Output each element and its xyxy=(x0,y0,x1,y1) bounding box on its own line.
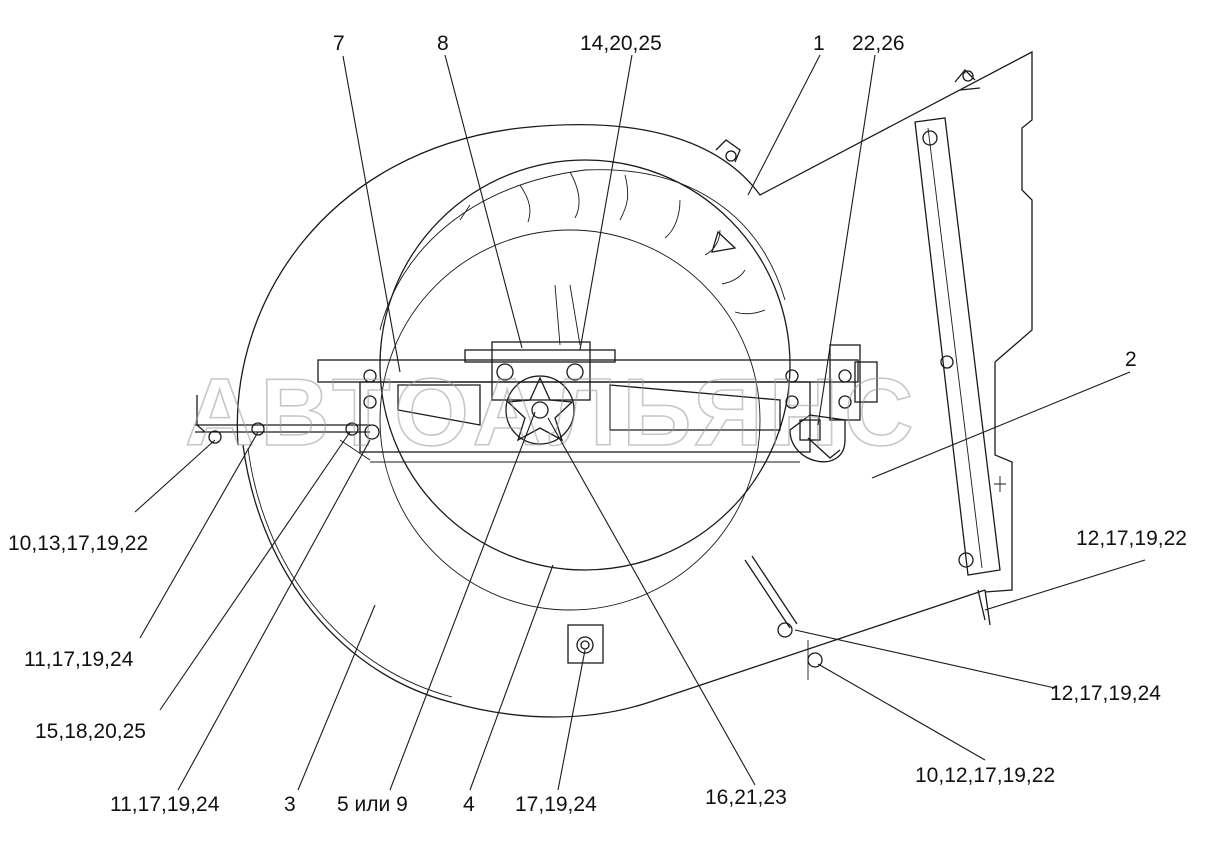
callout-17-19-24: 17,19,24 xyxy=(515,793,597,816)
right-clamp xyxy=(789,414,846,463)
callout-12-17-19-24: 12,17,19,24 xyxy=(1050,682,1161,705)
callout-8: 8 xyxy=(437,32,449,55)
callout-11-17-19-24-lower: 11,17,19,24 xyxy=(110,793,220,816)
side-bracket xyxy=(914,117,1006,576)
callout-10-12-17-19-22: 10,12,17,19,22 xyxy=(915,764,1055,787)
leader-lines xyxy=(134,54,1146,791)
callout-14-20-25: 14,20,25 xyxy=(580,32,662,55)
top-fasteners xyxy=(715,69,981,163)
fan-impeller xyxy=(379,159,791,611)
callout-10-13-17-19-22: 10,13,17,19,22 xyxy=(8,532,148,555)
hub xyxy=(491,341,591,445)
bottom-link xyxy=(567,555,991,680)
tie-rod-left xyxy=(195,395,380,461)
callout-11-17-19-24-upper: 11,17,19,24 xyxy=(24,648,134,671)
callout-15-18-20-25: 15,18,20,25 xyxy=(35,720,146,743)
callout-3: 3 xyxy=(284,793,296,816)
callout-7: 7 xyxy=(333,32,345,55)
callout-1: 1 xyxy=(813,32,825,55)
callout-12-17-19-22: 12,17,19,22 xyxy=(1076,527,1187,550)
callout-4: 4 xyxy=(463,793,475,816)
callout-labels: 7 8 14,20,25 1 22,26 2 10,13,17,19,22 12… xyxy=(8,32,1187,816)
callout-16-21-23: 16,21,23 xyxy=(705,786,787,809)
watermark-text: АВТОАЛЬЯНС xyxy=(185,359,919,466)
housing-outline xyxy=(236,50,1033,718)
callout-22-26: 22,26 xyxy=(852,32,905,55)
callout-2: 2 xyxy=(1125,348,1137,371)
callout-5-or-9: 5 или 9 xyxy=(337,793,408,816)
